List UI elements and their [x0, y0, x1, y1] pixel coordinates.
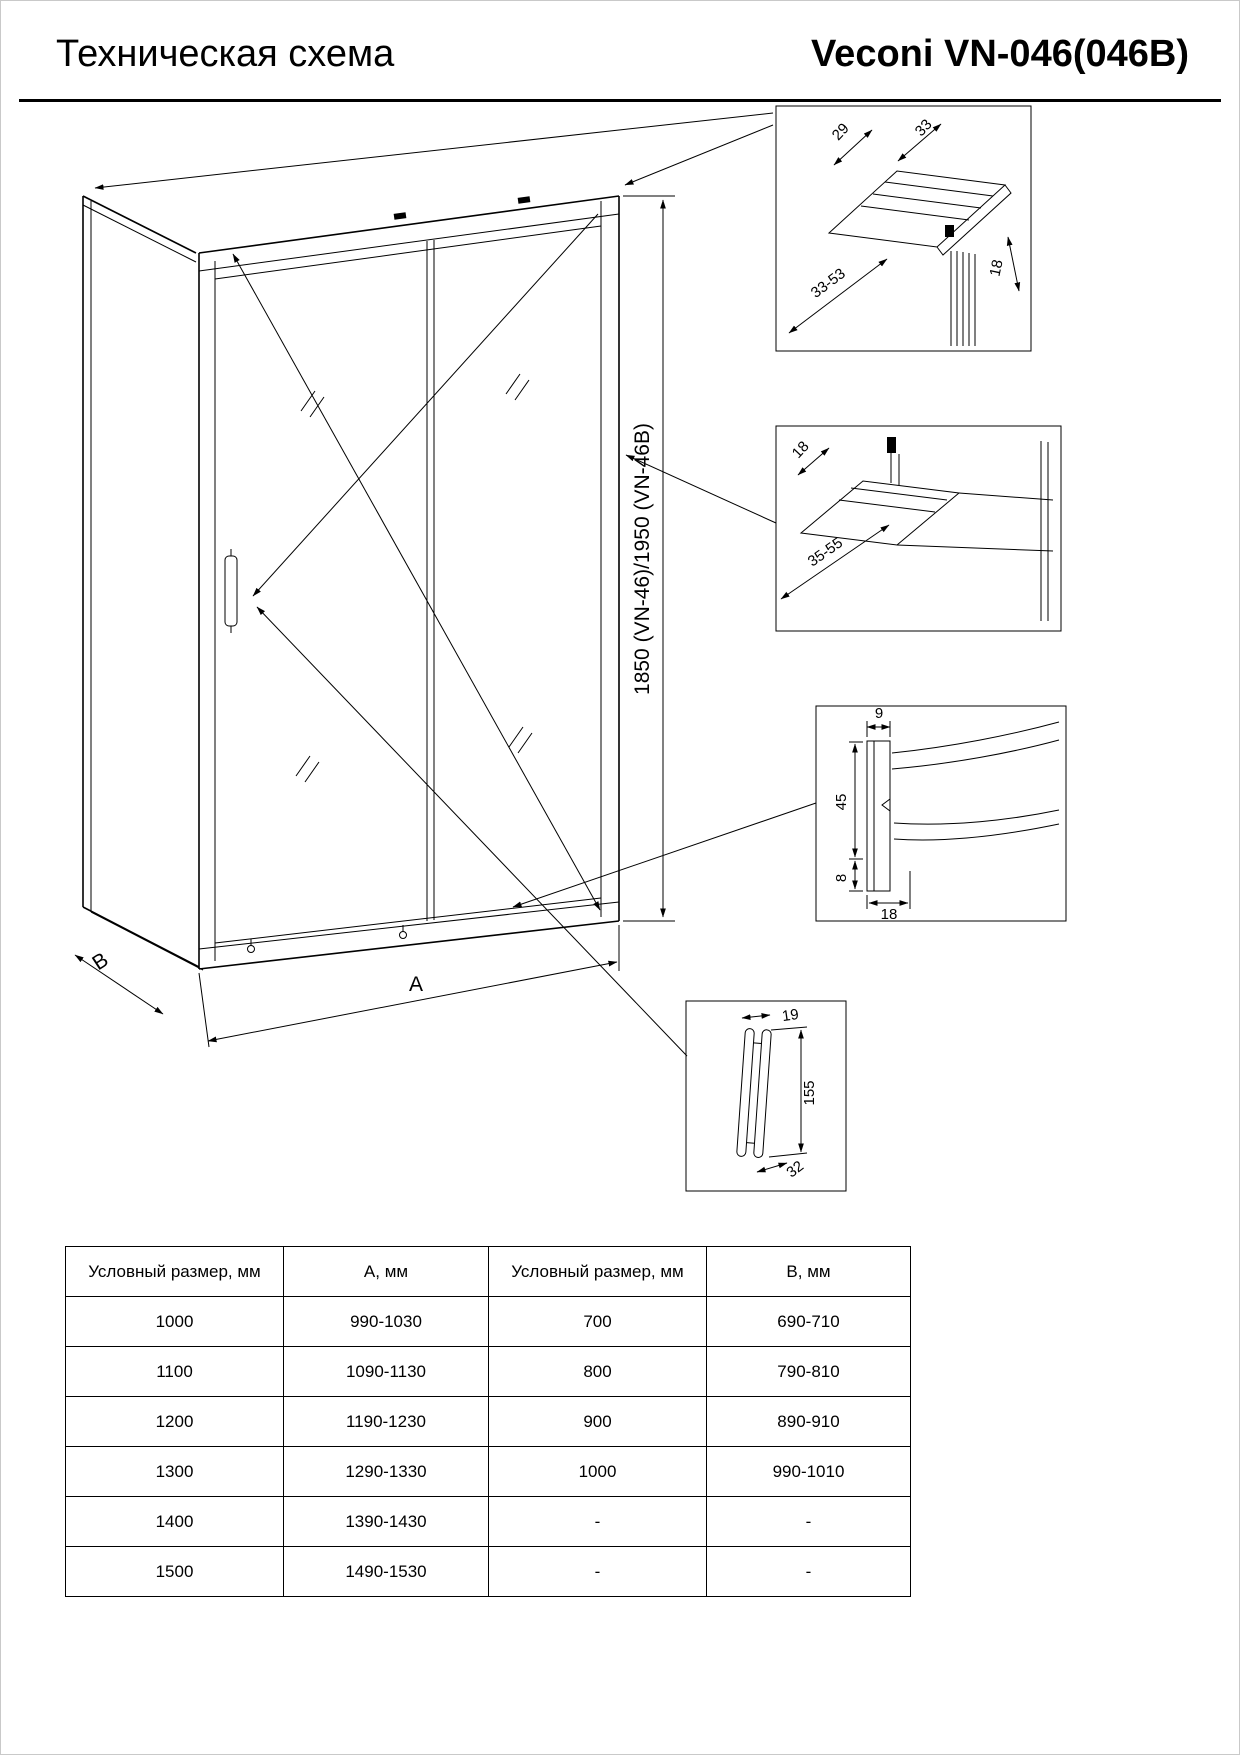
width-dimension: A	[198, 925, 620, 1048]
table-cell: 1490-1530	[283, 1546, 489, 1597]
table-cell: 1000	[488, 1446, 707, 1497]
leader-lines	[94, 112, 817, 1057]
page-title: Техническая схема	[56, 33, 395, 75]
table-cell: 1190-1230	[283, 1396, 489, 1447]
door-handle	[224, 549, 238, 633]
table-cell: 800	[488, 1346, 707, 1397]
detail-handle-box	[685, 1000, 847, 1192]
door-frame	[198, 195, 620, 970]
dim-handle-19: 19	[781, 1006, 800, 1025]
detail-wall-profile: 18 35-55	[775, 425, 1062, 632]
detail-handle: 19 155 32	[685, 1000, 847, 1192]
height-dimension: 1850 (VN-46)/1950 (VN-46B)	[623, 195, 675, 922]
table-row: 1100 1090-1130 800 790-810	[65, 1346, 911, 1397]
table-cell: 1090-1130	[283, 1346, 489, 1397]
table-header-row: Условный размер, мм А, мм Условный разме…	[65, 1246, 911, 1297]
side-profile-section	[866, 721, 1060, 892]
dim-handle-32: 32	[783, 1158, 807, 1182]
dim-handle-155: 155	[801, 1080, 818, 1105]
table-row: 1400 1390-1430 - -	[65, 1496, 911, 1547]
depth-dimension-label: B	[88, 948, 112, 975]
detail-side-profile: 9 45 8 18	[815, 705, 1067, 923]
table-cell: 890-910	[706, 1396, 911, 1447]
top-profile-dimensions: 29 33 33-53 18	[788, 116, 1021, 334]
table-row: 1000 990-1030 700 690-710	[65, 1296, 911, 1347]
header-nominal-size-b: Условный размер, мм	[488, 1246, 707, 1297]
table-cell: -	[706, 1496, 911, 1547]
door-divider	[426, 240, 435, 921]
handle-section	[736, 1028, 772, 1159]
header-nominal-size-a: Условный размер, мм	[65, 1246, 284, 1297]
table-cell: 1390-1430	[283, 1496, 489, 1547]
header-b-mm: В, мм	[706, 1246, 911, 1297]
table-row: 1500 1490-1530 - -	[65, 1546, 911, 1597]
dim-top-29: 29	[829, 120, 853, 144]
table-cell: 1100	[65, 1346, 284, 1397]
handle-dimensions: 19 155 32	[741, 1006, 818, 1182]
table-cell: 1290-1330	[283, 1446, 489, 1497]
table-cell: -	[706, 1546, 911, 1597]
size-table: Условный размер, мм А, мм Условный разме…	[65, 1246, 911, 1597]
dim-side-45: 45	[833, 794, 850, 811]
shower-enclosure	[82, 195, 620, 971]
table-cell: 790-810	[706, 1346, 911, 1397]
dim-top-33-53: 33-53	[808, 265, 849, 302]
table-cell: -	[488, 1546, 707, 1597]
top-profile-section	[827, 170, 1012, 346]
detail-top-profile-box	[775, 105, 1032, 352]
detail-side-profile-box	[815, 705, 1067, 922]
table-cell: 990-1030	[283, 1296, 489, 1347]
roller-marks	[247, 196, 531, 953]
table-cell: 690-710	[706, 1296, 911, 1347]
table-cell: 1000	[65, 1296, 284, 1347]
detail-top-profile: 29 33 33-53 18	[775, 105, 1032, 352]
dim-side-8: 8	[833, 874, 850, 882]
table-row: 1300 1290-1330 1000 990-1010	[65, 1446, 911, 1497]
wall-profile-dimensions: 18 35-55	[780, 438, 890, 600]
depth-dimension: B	[74, 948, 164, 1015]
table-cell: 990-1010	[706, 1446, 911, 1497]
header-divider	[19, 99, 1221, 102]
height-dimension-label: 1850 (VN-46)/1950 (VN-46B)	[631, 423, 654, 695]
detail-wall-profile-box	[775, 425, 1062, 632]
wall-profile-section	[799, 437, 1054, 621]
dim-wall-18: 18	[789, 438, 813, 462]
table-cell: 900	[488, 1396, 707, 1447]
dim-side-18: 18	[881, 906, 898, 923]
width-dimension-label: A	[409, 973, 423, 996]
header-a-mm: А, мм	[283, 1246, 489, 1297]
table-row: 1200 1190-1230 900 890-910	[65, 1396, 911, 1447]
side-glass-panel	[82, 195, 204, 971]
dim-top-18: 18	[987, 258, 1007, 278]
table-cell: 1300	[65, 1446, 284, 1497]
dim-side-9: 9	[875, 705, 883, 722]
table-cell: 1400	[65, 1496, 284, 1547]
table-cell: -	[488, 1496, 707, 1547]
table-cell: 1500	[65, 1546, 284, 1597]
table-cell: 1200	[65, 1396, 284, 1447]
dim-top-33: 33	[912, 116, 936, 140]
side-profile-dimensions: 9 45 8 18	[833, 705, 911, 923]
model-number: Veconi VN-046(046B)	[810, 33, 1189, 75]
table-cell: 700	[488, 1296, 707, 1347]
technical-drawing: 1850 (VN-46)/1950 (VN-46B) A B	[74, 105, 1067, 1192]
dim-wall-35-55: 35-55	[805, 534, 846, 570]
page-header: Техническая схема Veconi VN-046(046B)	[56, 33, 1189, 76]
